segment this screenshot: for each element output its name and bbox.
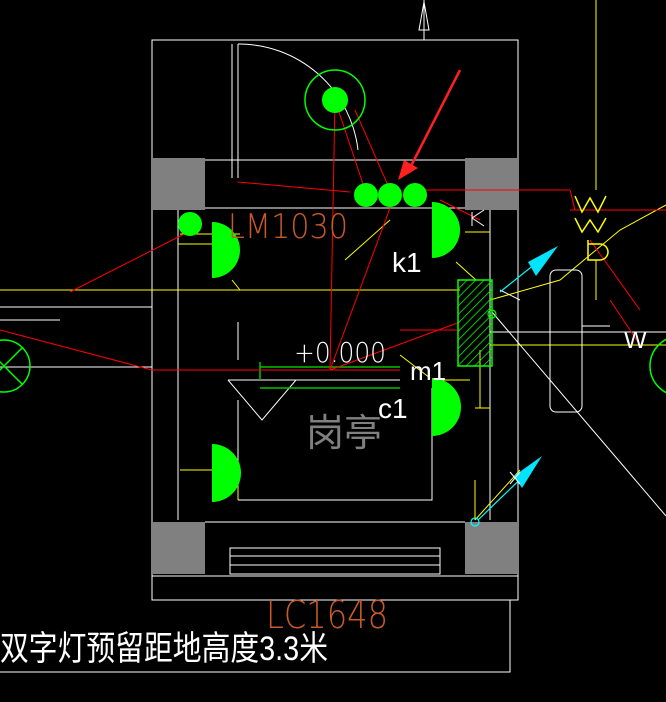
note-bottom-label: 双字灯预留距地高度3.3米 [0,630,328,668]
leader-lines-right [491,269,666,517]
wall-lamp-left-bottom [212,444,241,502]
elevation-label: +0.000 [294,336,386,369]
column-top-left [152,158,205,210]
circuit-m1-label: m1 [410,356,446,386]
column-bottom-left [152,522,205,574]
w-symbol [574,195,609,261]
red-wiring [0,99,666,371]
north-arrow-icon [418,0,430,40]
column-top-right [465,158,518,210]
cyan-arrow-upper [499,246,558,293]
door-code-label: LM1030 [228,207,348,247]
outside-lamp-left [0,339,31,393]
switch-k1-label: k1 [392,247,422,278]
junction-node [470,517,480,527]
room-name-label: 岗亭 [306,413,382,455]
corridor-lines [0,306,666,368]
outside-lamp-right [649,338,666,394]
small-lamp-left [178,212,202,236]
wire-w-label: W [624,327,647,354]
window-left-lower [151,578,519,600]
column-bottom-right [465,522,518,574]
structural-columns [152,158,518,574]
wall-lamp-right-top [432,202,460,258]
ceiling-lamp-top [304,69,366,131]
outer-wall-outline [151,39,519,601]
window-bottom [229,547,441,575]
red-pointer-arrow [398,69,462,180]
cyan-arrow-lower [477,456,542,521]
socket-row-top [354,183,427,207]
note-frame [0,600,511,673]
window-code-label: LC1648 [266,593,388,637]
hatched-switch-panel-icon [457,279,497,367]
k-tick-mark [471,209,485,227]
circuit-c1-label: c1 [378,393,408,424]
door-swing [231,43,359,178]
elevation-marker [227,322,400,421]
wall-lamp-left-top [212,222,240,278]
wall-lamp-right-mid [432,378,461,436]
